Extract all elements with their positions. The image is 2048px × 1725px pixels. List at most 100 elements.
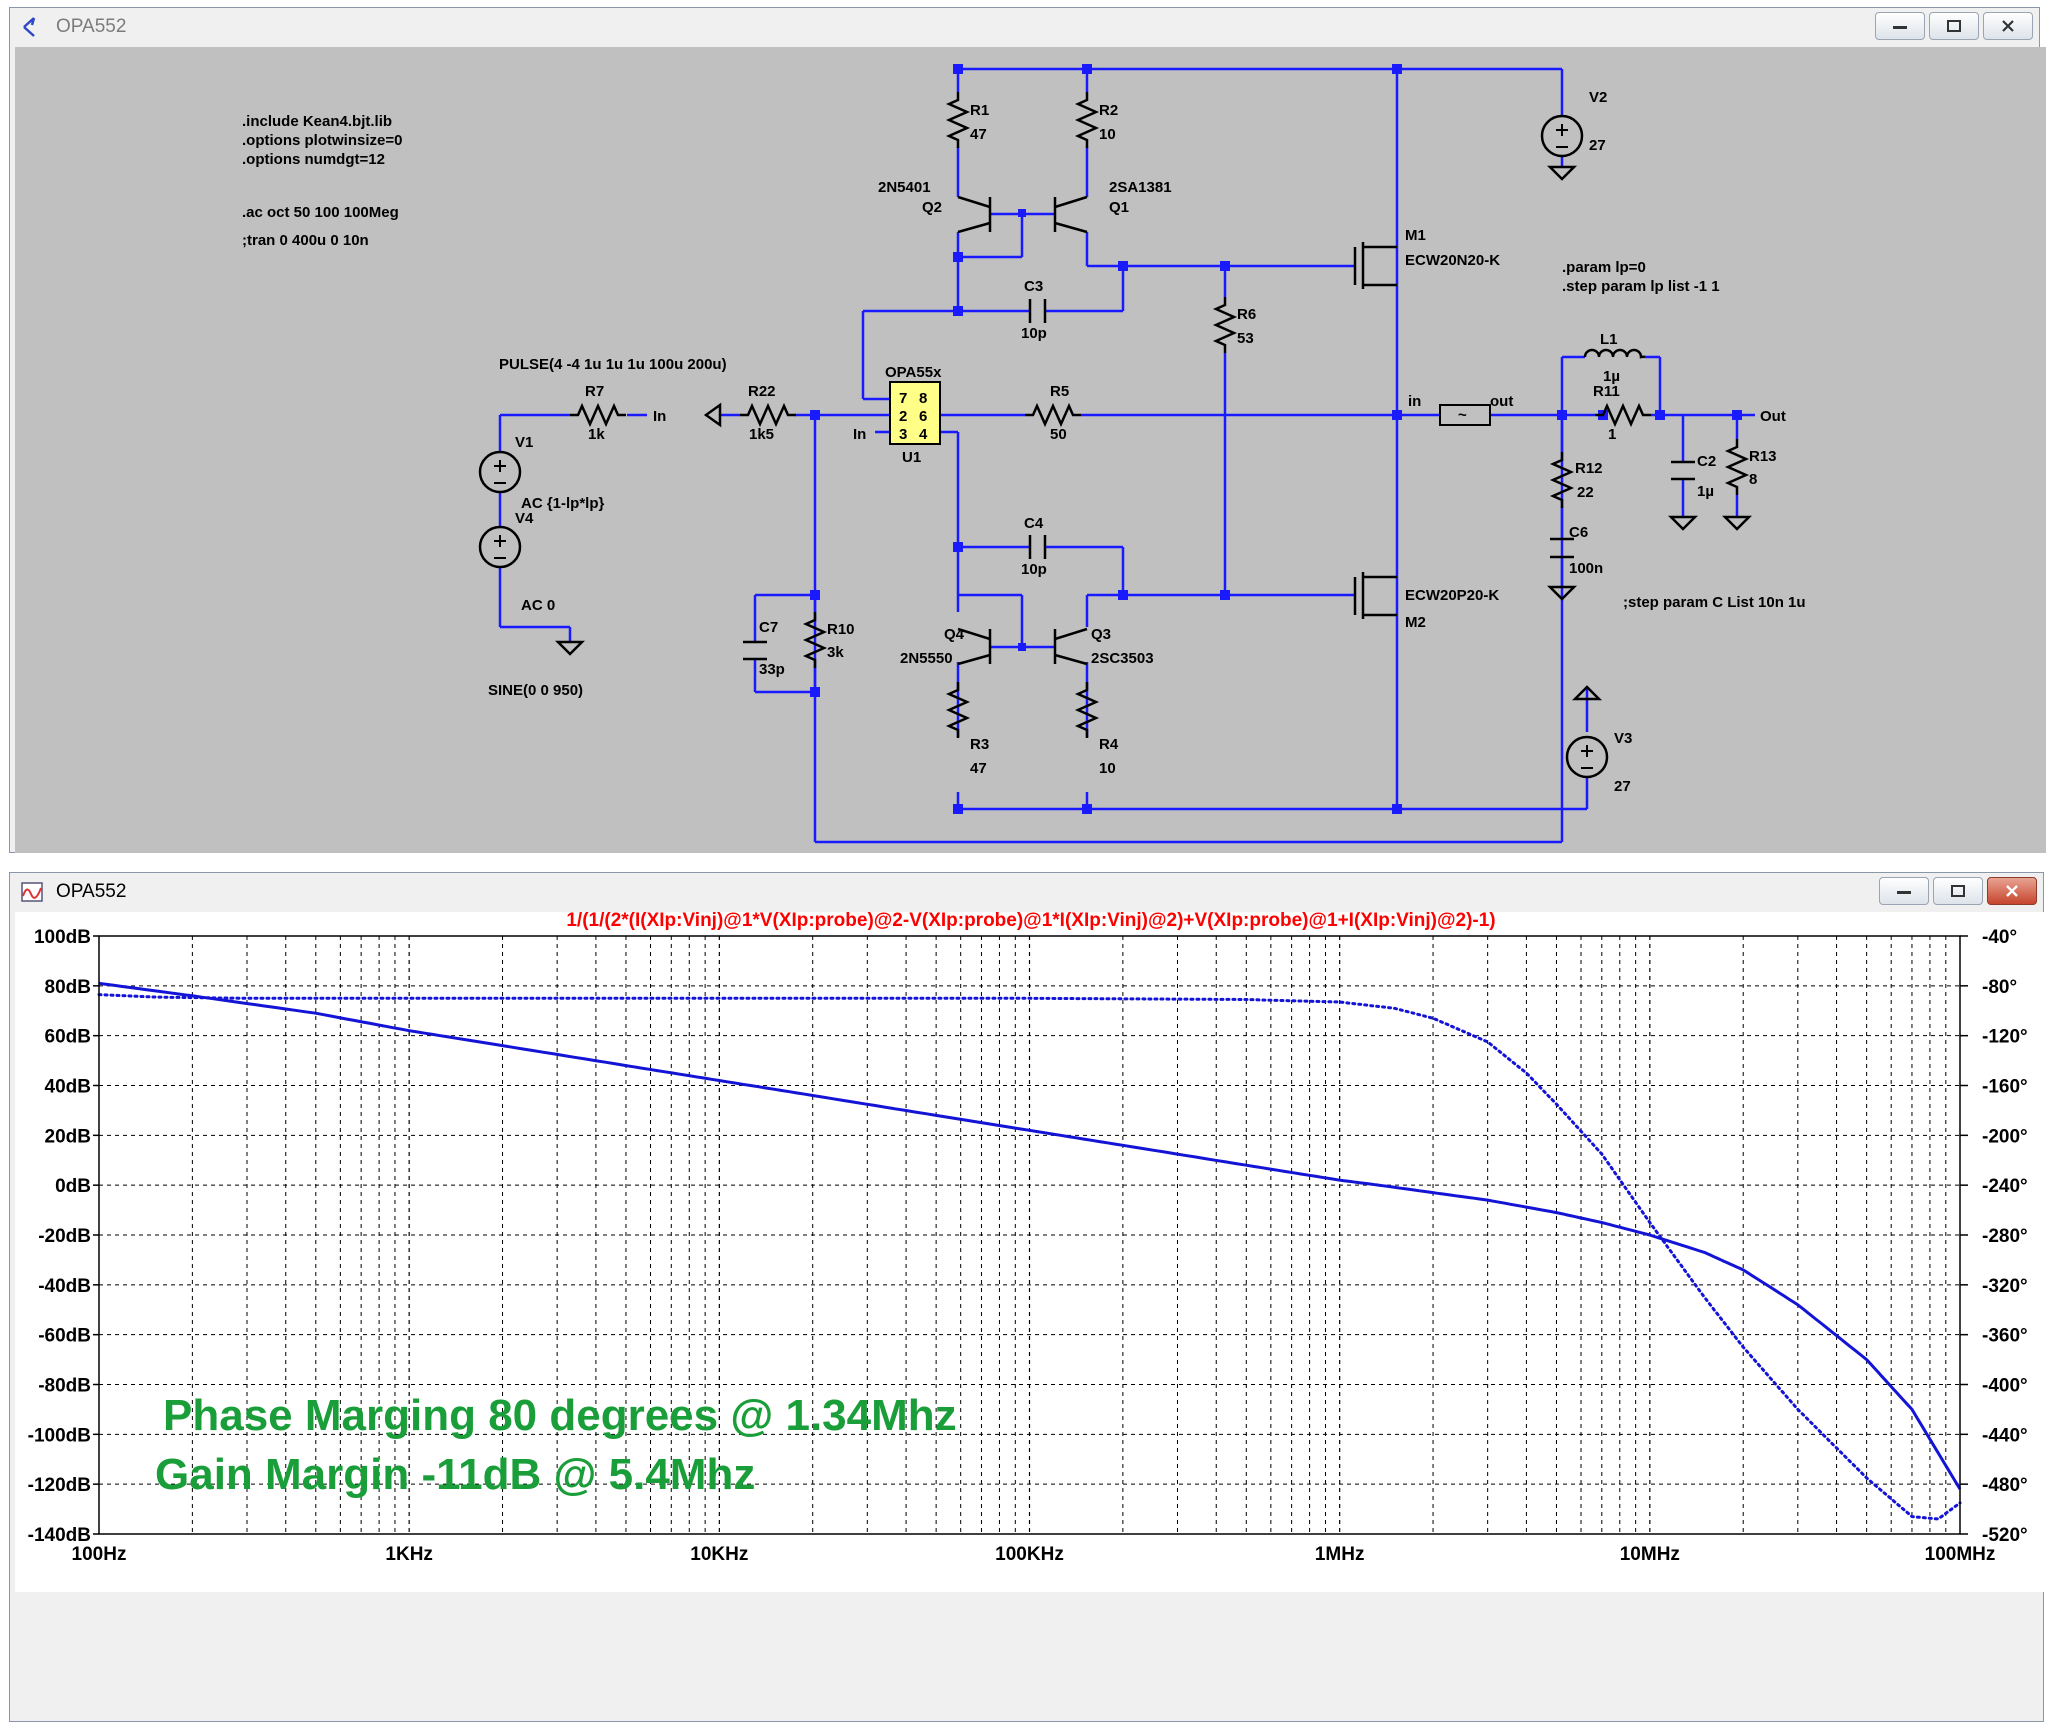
transistor-q1[interactable]	[1053, 195, 1088, 234]
y2-tick-label: -360°	[1982, 1326, 2028, 1347]
y-tick-label: -40dB	[38, 1276, 91, 1297]
mosfet-m1[interactable]	[1353, 242, 1397, 289]
voltage-source-v4[interactable]	[478, 525, 522, 569]
opamp-u1[interactable]	[889, 381, 941, 445]
r22-value: 1k5	[749, 426, 774, 443]
capacitor-c4[interactable]	[1028, 535, 1047, 559]
minimize-button[interactable]	[1879, 877, 1929, 905]
y2-tick-label: -40°	[1982, 927, 2017, 948]
phase-trace[interactable]	[97, 993, 1962, 1521]
minimize-icon	[1897, 891, 1911, 894]
directive-param[interactable]: .param lp=0	[1562, 259, 1646, 276]
plot-expression-title[interactable]: 1/(1/(2*(I(XIp:Vinj)@1*V(XIp:probe)@2-V(…	[566, 910, 1495, 931]
resistor-r22[interactable]	[738, 404, 798, 426]
magnitude-trace[interactable]	[98, 981, 1962, 1490]
resistor-r6[interactable]	[1214, 295, 1236, 355]
r5-value: 50	[1050, 426, 1067, 443]
schematic-canvas[interactable]: .include Kean4.bjt.lib .options plotwins…	[15, 47, 2046, 853]
directive-numdgt[interactable]: .options numdgt=12	[242, 151, 385, 168]
directive-tran[interactable]: ;tran 0 400u 0 10n	[242, 232, 369, 249]
close-button[interactable]	[1983, 12, 2033, 40]
capacitor-c7[interactable]	[743, 640, 767, 661]
mosfet-m2[interactable]	[1353, 572, 1397, 619]
q3-model: 2SC3503	[1091, 650, 1154, 667]
plot-titlebar[interactable]: OPA552	[10, 873, 2043, 911]
y2-tick-label: -280°	[1982, 1226, 2028, 1247]
directive-step-c[interactable]: ;step param C List 10n 1u	[1623, 594, 1806, 611]
x-tick-label: 10MHz	[1620, 1544, 1680, 1565]
schematic-drawing[interactable]: .include Kean4.bjt.lib .options plotwins…	[15, 47, 2046, 853]
c4-value: 10p	[1021, 561, 1047, 578]
y-tick-label: 40dB	[45, 1077, 91, 1098]
ground-symbol	[1667, 515, 1699, 531]
directive-include[interactable]: .include Kean4.bjt.lib	[242, 113, 392, 130]
transistor-q4[interactable]	[957, 627, 992, 666]
schematic-titlebar[interactable]: OPA552	[10, 8, 2039, 46]
voltage-source-v2[interactable]	[1540, 114, 1584, 158]
opamp-pin: 2	[899, 408, 907, 425]
y-tick-label: -120dB	[28, 1475, 91, 1496]
plot-canvas[interactable]: 1/(1/(2*(I(XIp:Vinj)@1*V(XIp:probe)@2-V(…	[15, 910, 2048, 1592]
directive-step[interactable]: .step param lp list -1 1	[1562, 278, 1720, 295]
x-tick-label: 100Hz	[72, 1544, 127, 1565]
opamp-pin: 6	[919, 408, 927, 425]
net-label-in-u1: In	[853, 426, 866, 443]
bode-plot[interactable]: 1/(1/(2*(I(XIp:Vinj)@1*V(XIp:probe)@2-V(…	[15, 910, 2048, 1592]
resistor-r7[interactable]	[568, 404, 628, 426]
m1-model: ECW20N20-K	[1405, 252, 1500, 269]
restore-button[interactable]	[1929, 12, 1979, 40]
y-tick-label: 20dB	[45, 1126, 91, 1147]
resistor-r2[interactable]	[1076, 90, 1098, 150]
voltage-source-v3[interactable]	[1565, 735, 1609, 779]
v4-ac-label: AC 0	[521, 597, 555, 614]
resistor-r13[interactable]	[1726, 437, 1748, 497]
v3-value: 27	[1614, 778, 1631, 795]
resistor-r5[interactable]	[1023, 404, 1083, 426]
y2-tick-label: -240°	[1982, 1176, 2028, 1197]
capacitor-c2[interactable]	[1671, 460, 1695, 481]
resistor-r11[interactable]	[1593, 404, 1653, 426]
y-tick-label: 60dB	[45, 1027, 91, 1048]
pulse-source-label: PULSE(4 -4 1u 1u 1u 100u 200u)	[499, 356, 727, 373]
y2-tick-label: -120°	[1982, 1027, 2028, 1048]
r7-value: 1k	[588, 426, 605, 443]
x-tick-label: 1MHz	[1315, 1544, 1365, 1565]
capacitor-c3[interactable]	[1028, 299, 1047, 323]
capacitor-c6[interactable]	[1550, 537, 1574, 559]
transistor-q2[interactable]	[957, 195, 992, 234]
close-button[interactable]	[1987, 877, 2037, 905]
probe-out-label: out	[1490, 393, 1513, 410]
restore-icon	[1947, 20, 1961, 32]
directive-plotwinsize[interactable]: .options plotwinsize=0	[242, 132, 402, 149]
close-icon	[2002, 20, 2014, 32]
inductor-l1[interactable]	[1583, 348, 1646, 359]
u1-label: U1	[902, 449, 921, 466]
restore-button[interactable]	[1933, 877, 1983, 905]
schematic-app-icon	[23, 17, 36, 37]
r4-name: R4	[1099, 736, 1119, 753]
c3-value: 10p	[1021, 325, 1047, 342]
r1-value: 47	[970, 126, 987, 143]
voltage-source-v1[interactable]	[478, 450, 522, 494]
y-tick-label: -80dB	[38, 1376, 91, 1397]
resistor-r1[interactable]	[947, 90, 969, 150]
l1-name: L1	[1600, 331, 1618, 348]
c2-name: C2	[1697, 453, 1716, 470]
y2-tick-label: -400°	[1982, 1376, 2028, 1397]
r3-value: 47	[970, 760, 987, 777]
r2-name: R2	[1099, 102, 1118, 119]
y2-tick-label: -200°	[1982, 1126, 2028, 1147]
y-tick-label: 0dB	[55, 1176, 91, 1197]
loop-probe[interactable]	[1439, 404, 1491, 426]
q4-name: Q4	[944, 626, 965, 643]
close-icon	[2006, 885, 2018, 897]
opamp-pin: 3	[899, 426, 907, 443]
minimize-button[interactable]	[1875, 12, 1925, 40]
transistor-q3[interactable]	[1053, 627, 1088, 666]
probe-in-label: in	[1408, 393, 1421, 410]
opamp-name: OPA55x	[885, 364, 942, 381]
directive-ac[interactable]: .ac oct 50 100 100Meg	[242, 204, 399, 221]
ground-symbol	[1546, 165, 1578, 181]
c6-name: C6	[1569, 524, 1588, 541]
y2-tick-label: -480°	[1982, 1475, 2028, 1496]
